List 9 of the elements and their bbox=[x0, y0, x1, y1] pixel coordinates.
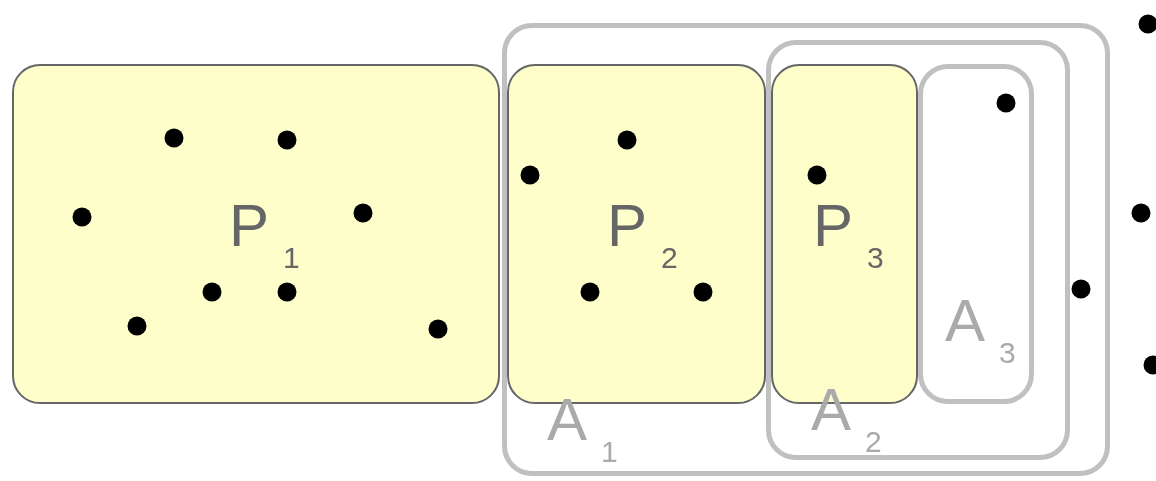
set-label: A$_{3}$ bbox=[945, 291, 1016, 368]
set-label: A$_{1}$ bbox=[547, 390, 618, 467]
set-outline bbox=[918, 64, 1034, 404]
set-outline bbox=[502, 23, 1110, 476]
set-label: P$_{3}$ bbox=[813, 196, 884, 273]
set-label: P$_{1}$ bbox=[229, 196, 300, 273]
set-outline bbox=[766, 40, 1070, 460]
set-box bbox=[12, 64, 500, 404]
set-label: P$_{2}$ bbox=[607, 196, 678, 273]
